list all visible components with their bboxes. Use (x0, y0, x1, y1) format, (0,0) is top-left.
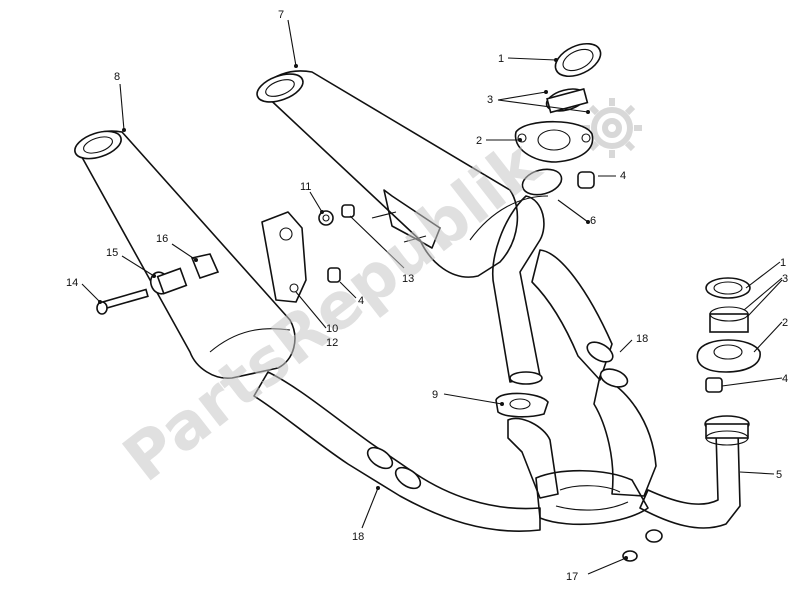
callout-1b: 1 (780, 257, 786, 269)
collector (535, 469, 649, 526)
callout-4c: 4 (782, 373, 788, 385)
pipe-clamp (495, 392, 549, 418)
watermark-text: PartsRepublik (110, 127, 555, 497)
callout-5: 5 (776, 469, 782, 481)
callout-13: 13 (402, 273, 414, 285)
callout-14: 14 (66, 277, 78, 289)
callout-12: 12 (326, 337, 338, 349)
callout-16: 16 (156, 233, 168, 245)
callout-9: 9 (432, 389, 438, 401)
callout-4a: 4 (620, 170, 626, 182)
leader-lines (81, 19, 783, 575)
callout-numbers: 1 3 2 4 6 7 8 11 13 16 15 14 4 10 12 9 1… (66, 9, 788, 583)
callout-3b: 3 (782, 273, 788, 285)
header-pipes (492, 195, 657, 499)
bracket-plate (261, 211, 307, 303)
callout-18b: 18 (352, 531, 364, 543)
callout-1a: 1 (498, 53, 504, 65)
upper-flange-group (514, 42, 602, 196)
mounting-hardware (96, 204, 355, 315)
callout-10: 10 (326, 323, 338, 335)
callout-7: 7 (278, 9, 284, 21)
silencer-bracket (371, 189, 441, 249)
callout-4b: 4 (358, 295, 364, 307)
lower-flange-group (696, 277, 761, 393)
callout-2b: 2 (782, 317, 788, 329)
right-link-pipe (622, 415, 750, 562)
callout-18a: 18 (636, 333, 648, 345)
callout-2a: 2 (476, 135, 482, 147)
upper-silencer (256, 70, 549, 278)
callout-15: 15 (106, 247, 118, 259)
callout-11: 11 (300, 181, 311, 193)
left-link-pipe (253, 371, 541, 532)
callout-17: 17 (566, 571, 578, 583)
watermark-gear-icon (582, 98, 642, 158)
callout-8: 8 (114, 71, 120, 83)
left-silencer (74, 130, 296, 379)
callout-6: 6 (590, 215, 596, 227)
callout-3a: 3 (487, 94, 493, 106)
